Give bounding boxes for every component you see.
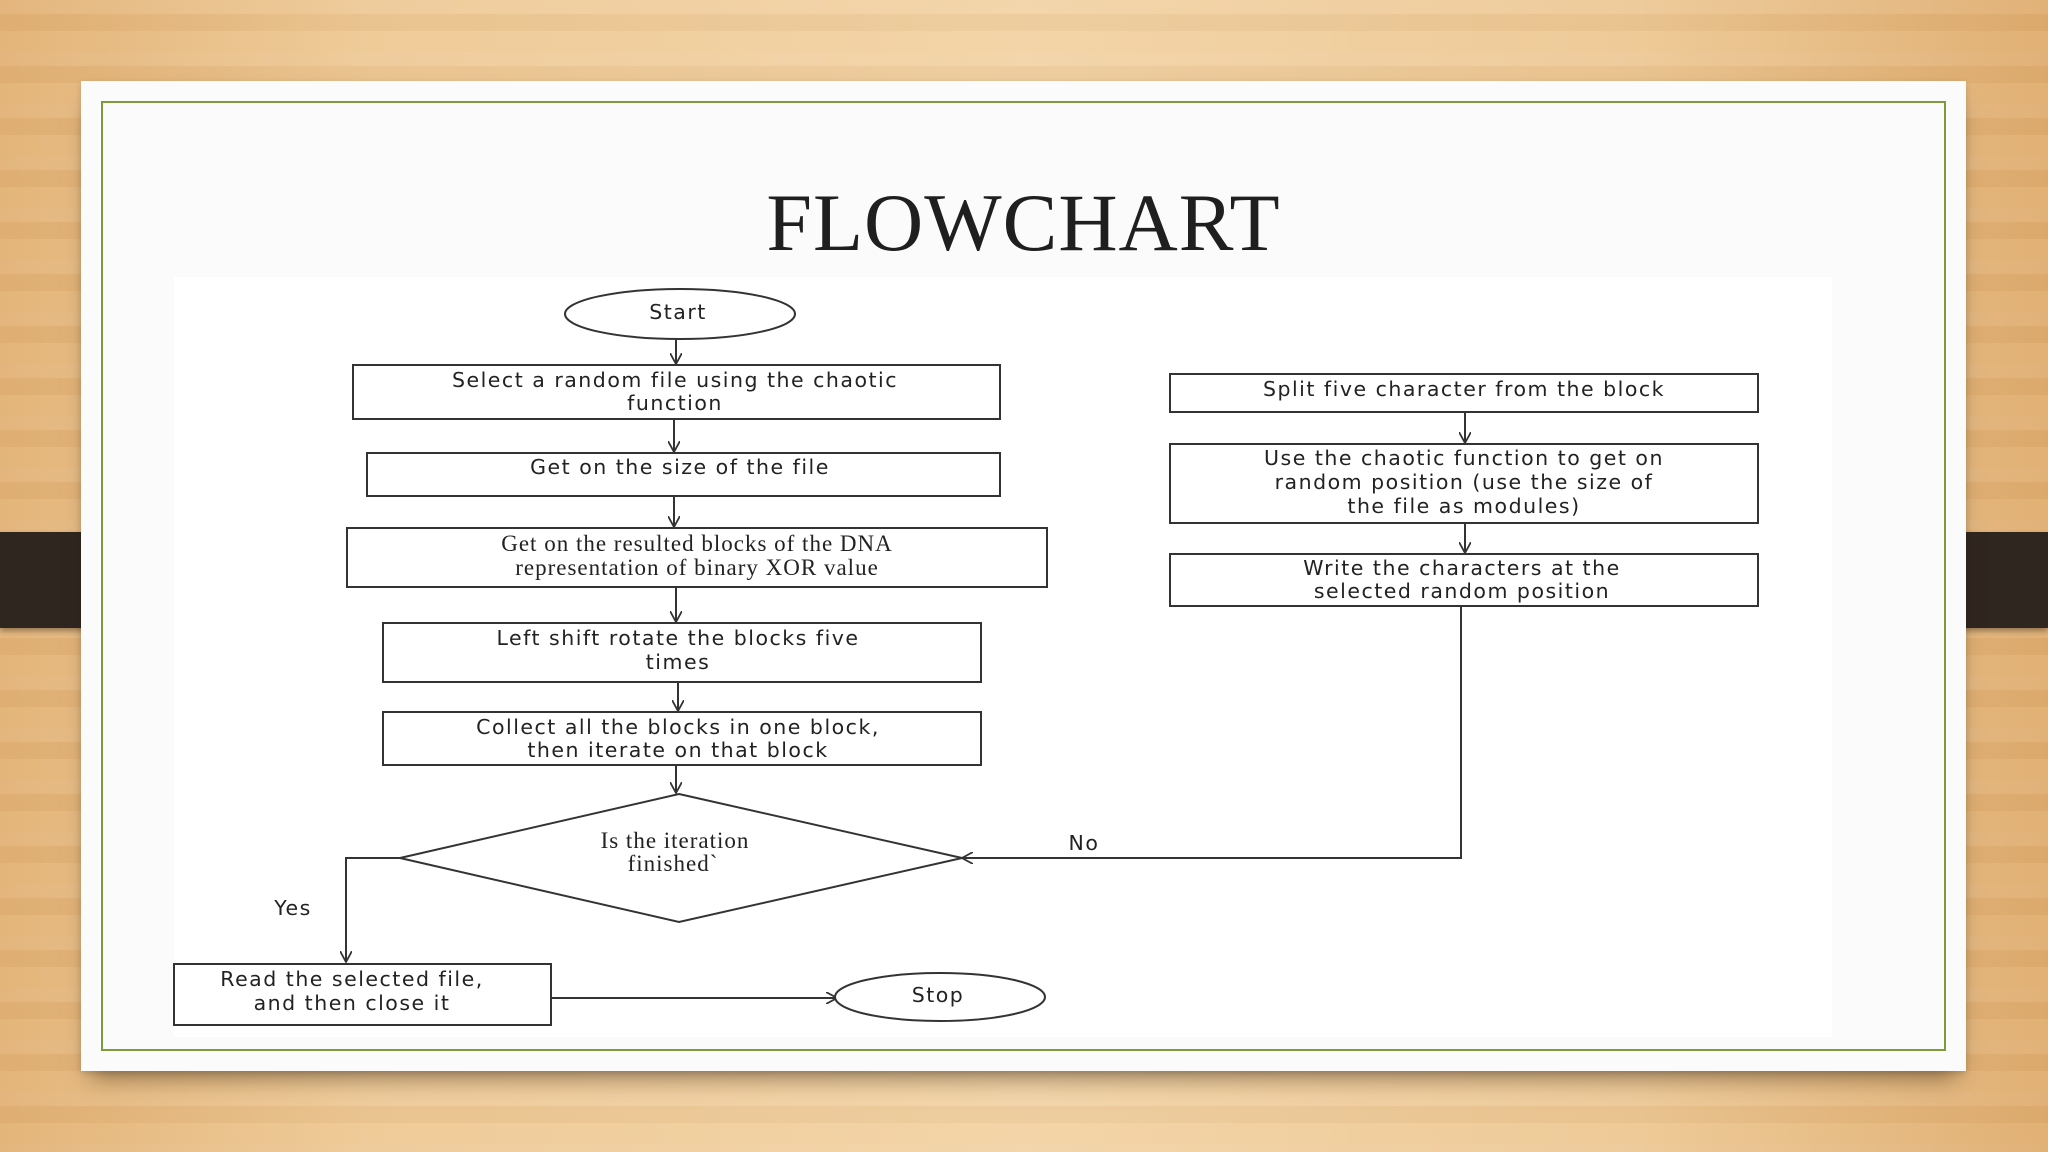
arrow-decision-yes — [346, 857, 400, 962]
process-collect-blocks: Collect all the blocks in one block, the… — [382, 711, 982, 766]
process-select-file: Select a random file using the chaotic f… — [352, 364, 1001, 420]
process-get-size: Get on the size of the file — [366, 452, 1001, 497]
process-text-line: Get on the resulted blocks of the DNA — [501, 531, 893, 556]
decision-iteration-finished: Is the iteration finished` — [399, 792, 963, 924]
process-box — [346, 527, 1048, 588]
stop-shape — [834, 972, 1046, 1022]
process-text-line: function — [627, 391, 723, 415]
process-text-line: random position (use the size of — [1275, 470, 1654, 494]
process-box — [382, 711, 982, 766]
process-text-line: Read the selected file, — [220, 967, 483, 991]
slide-title: FLOWCHART — [766, 177, 1281, 268]
process-dna-blocks: Get on the resulted blocks of the DNA re… — [346, 527, 1048, 588]
decision-text-line: finished` — [628, 851, 719, 876]
process-text-line: the file as modules) — [1347, 494, 1580, 518]
process-text-line: Split five character from the block — [1263, 377, 1665, 401]
decision-shape — [399, 792, 963, 924]
decision-text-line: Is the iteration — [601, 828, 750, 853]
no-label: No — [1069, 831, 1100, 855]
process-left-shift: Left shift rotate the blocks five times — [382, 622, 982, 683]
process-box — [173, 963, 552, 1026]
process-box — [352, 364, 1001, 420]
stop-label: Stop — [912, 983, 965, 1007]
start-label: Start — [649, 300, 707, 324]
stop-terminal: Stop — [834, 972, 1046, 1022]
process-chaotic-position: Use the chaotic function to get on rando… — [1169, 443, 1759, 524]
process-box — [366, 452, 1001, 497]
process-text-line: and then close it — [254, 991, 451, 1015]
process-text-line: Use the chaotic function to get on — [1264, 446, 1664, 470]
start-shape — [564, 288, 796, 340]
yes-label: Yes — [273, 896, 312, 920]
process-text-line: Collect all the blocks in one block, — [476, 715, 880, 739]
process-box — [1169, 373, 1759, 413]
process-text-line: selected random position — [1314, 579, 1610, 603]
process-text-line: Select a random file using the chaotic — [452, 368, 898, 392]
process-text-line: Write the characters at the — [1303, 556, 1620, 580]
process-split-characters: Split five character from the block — [1169, 373, 1759, 413]
process-text-line: then iterate on that block — [527, 738, 828, 762]
process-box — [1169, 553, 1759, 607]
process-box — [382, 622, 982, 683]
process-write-characters: Write the characters at the selected ran… — [1169, 553, 1759, 607]
arrow-write-to-decision-no — [962, 606, 1462, 858]
process-box — [1169, 443, 1759, 524]
process-read-close: Read the selected file, and then close i… — [173, 963, 552, 1026]
process-text-line: Get on the size of the file — [530, 455, 830, 479]
process-text-line: representation of binary XOR value — [515, 555, 879, 580]
process-text-line: times — [646, 650, 711, 674]
start-terminal: Start — [564, 288, 796, 340]
connectors — [346, 340, 1465, 998]
process-text-line: Left shift rotate the blocks five — [496, 626, 859, 650]
slide-border — [101, 101, 1946, 1051]
